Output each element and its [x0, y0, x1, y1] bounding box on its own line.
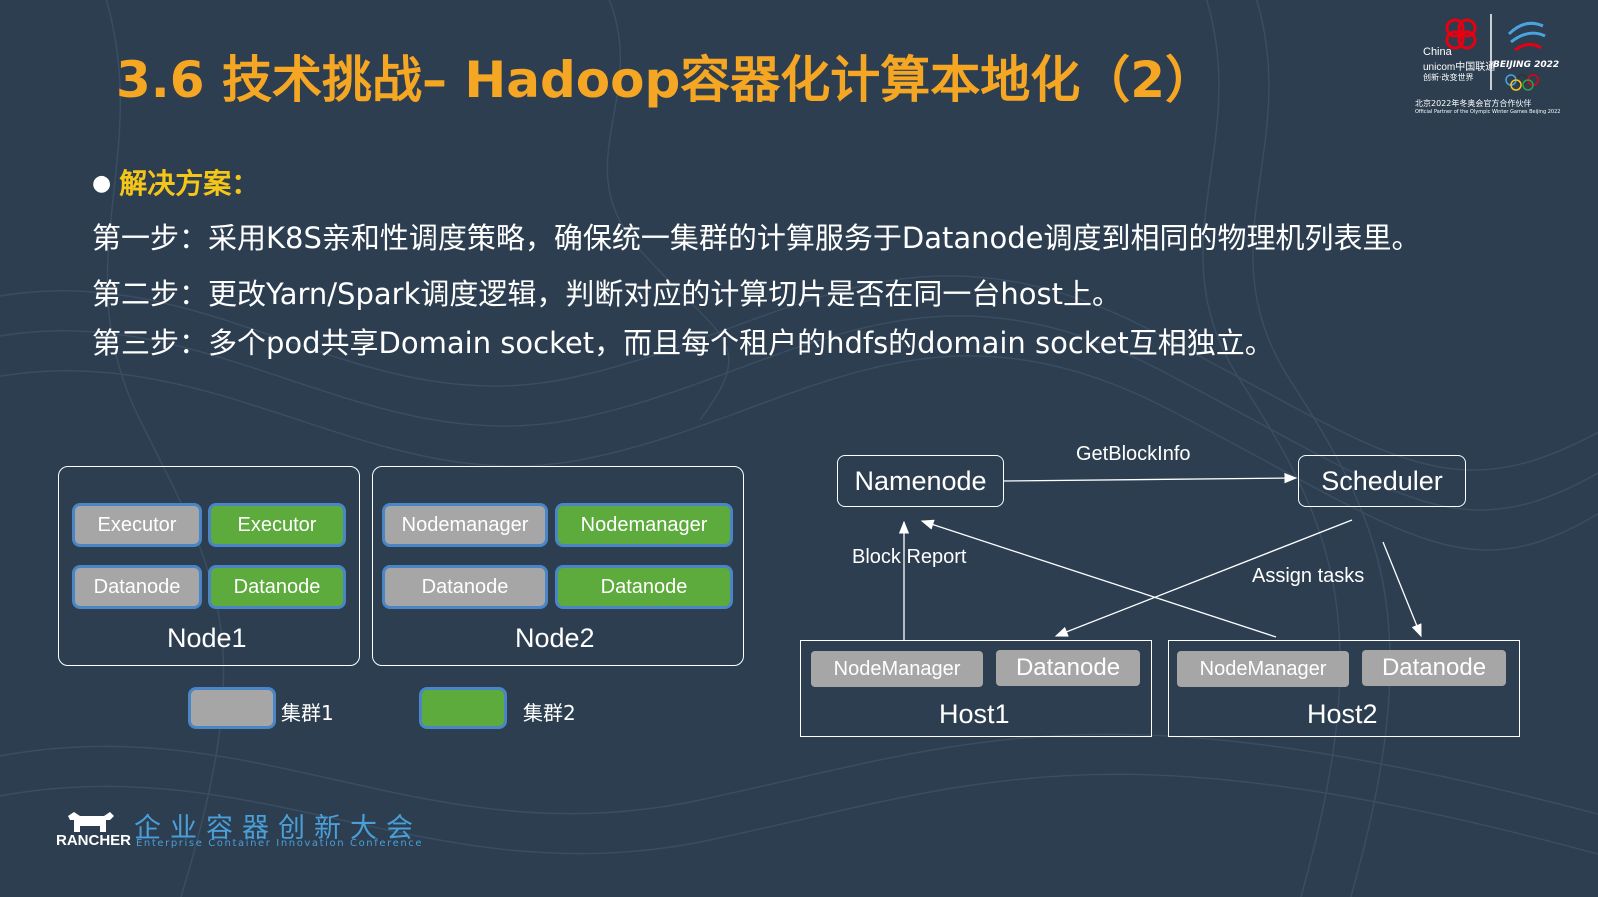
assign-tasks-label: Assign tasks: [1252, 565, 1365, 587]
namenode-box: Namenode: [837, 455, 1004, 507]
unicom-slogan: 创新·改变世界: [1423, 73, 1474, 82]
legend-swatch-cluster1: [191, 690, 273, 726]
node2-nodemanager-cluster2: Nodemanager: [558, 506, 730, 544]
host2-box: NodeManager Datanode Host2: [1168, 640, 1520, 737]
node1-executor-cluster1: Executor: [75, 506, 199, 544]
step-2: 第二步：更改Yarn/Spark调度逻辑，判断对应的计算切片是否在同一台host…: [92, 277, 1121, 311]
rancher-cow-icon: [68, 812, 114, 832]
partner-en: Official Partner of the Olympic Winter G…: [1415, 109, 1561, 115]
host1-box: NodeManager Datanode Host1: [800, 640, 1152, 737]
host1-label: Host1: [939, 699, 1010, 729]
node1-box: Executor Executor Datanode Datanode Node…: [58, 466, 360, 666]
node1-executor-cluster2: Executor: [211, 506, 343, 544]
step-3: 第三步：多个pod共享Domain socket，而且每个租户的hdfs的dom…: [92, 326, 1274, 360]
unicom-en-bottom: unicom中国联通: [1423, 62, 1496, 73]
partner-cn: 北京2022年冬奥会官方合作伙伴: [1415, 99, 1532, 108]
getblockinfo-label: GetBlockInfo: [1076, 443, 1191, 465]
conference-en: Enterprise Container Innovation Conferen…: [136, 838, 424, 849]
node2-datanode-cluster2: Datanode: [558, 568, 730, 606]
scheduler-box: Scheduler: [1298, 455, 1466, 507]
block-report-arrow-host2: [920, 519, 1277, 638]
getblockinfo-arrow: [1002, 472, 1298, 484]
legend-label-cluster2: 集群2: [523, 701, 576, 725]
node2-datanode-cluster1: Datanode: [385, 568, 545, 606]
node1-datanode-cluster1: Datanode: [75, 568, 199, 606]
unicom-knot-icon: [1445, 14, 1546, 91]
node2-nodemanager-cluster1: Nodemanager: [385, 506, 545, 544]
node2-label: Node2: [515, 623, 595, 653]
host2-nodemanager: NodeManager: [1177, 651, 1349, 687]
legend-label-cluster1: 集群1: [281, 701, 334, 725]
block-report-label: Block Report: [852, 546, 967, 568]
host1-datanode: Datanode: [996, 650, 1140, 686]
assign-arrow-host2: [1382, 541, 1422, 638]
node2-box: Nodemanager Nodemanager Datanode Datanod…: [372, 466, 744, 666]
host2-datanode: Datanode: [1362, 650, 1506, 686]
conference-cn: 企业容器创新大会: [134, 813, 422, 844]
beijing-2022-label: BEIJING 2022: [1493, 60, 1560, 70]
step-1: 第一步：采用K8S亲和性调度策略，确保统一集群的计算服务于Datanode调度到…: [92, 221, 1421, 255]
bullet-heading: ● 解决方案：: [92, 162, 259, 202]
legend-swatch-cluster2: [422, 690, 504, 726]
rancher-brand: RANCHER: [56, 832, 131, 849]
node1-datanode-cluster2: Datanode: [211, 568, 343, 606]
host2-label: Host2: [1307, 699, 1378, 729]
node1-label: Node1: [167, 623, 247, 653]
bullet-heading-text: 解决方案：: [119, 167, 260, 200]
slide-title: 3.6 技术挑战– Hadoop容器化计算本地化（2）: [116, 51, 1216, 109]
unicom-en-top: China: [1423, 46, 1452, 58]
host1-nodemanager: NodeManager: [811, 651, 983, 687]
bullet-dot-icon: ●: [92, 171, 112, 196]
assign-arrow-host1: [1054, 519, 1353, 637]
sponsor-logos: China unicom中国联通 创新·改变世界 BEIJING 2022 北京…: [1415, 10, 1590, 120]
